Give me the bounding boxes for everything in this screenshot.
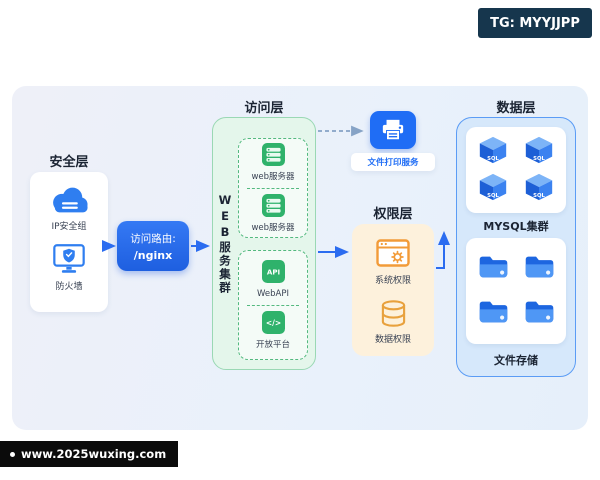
webapi-label: WebAPI xyxy=(257,289,289,300)
security-layer-card: IP安全组 防火墙 xyxy=(30,172,108,312)
sql-database-icon: SQL xyxy=(525,173,553,205)
cloud-icon xyxy=(47,185,91,219)
folder-icon xyxy=(524,299,555,329)
web-cluster-label: WEB服务集群 xyxy=(218,192,232,295)
permission-layer-box: 系统权限 数据权限 xyxy=(352,224,434,356)
firewall-label: 防火墙 xyxy=(55,281,83,292)
file-storage-label: 文件存储 xyxy=(494,354,538,367)
route-node: 访问路由: /nginx xyxy=(117,221,189,271)
data-layer-title: 数据层 xyxy=(496,101,536,116)
data-permission-icon xyxy=(380,299,407,332)
server-icon xyxy=(261,193,285,221)
printer-icon xyxy=(370,111,416,149)
ip-security-group-label: IP安全组 xyxy=(51,222,87,232)
security-layer-title: 安全层 xyxy=(49,155,89,170)
divider xyxy=(247,187,299,189)
route-label-line1: 访问路由: xyxy=(130,232,176,245)
mysql-cluster-label: MYSQL集群 xyxy=(483,220,549,233)
code-icon: </> xyxy=(261,310,285,338)
svg-text:SQL: SQL xyxy=(533,192,545,198)
divider xyxy=(247,304,299,306)
svg-text:SQL: SQL xyxy=(487,155,499,161)
file-storage-card xyxy=(466,238,566,344)
tg-watermark-badge: TG: MYYJJPP xyxy=(478,8,592,38)
svg-text:API: API xyxy=(266,268,279,277)
web-server-2-label: web服务器 xyxy=(251,222,295,233)
sql-database-icon: SQL xyxy=(479,173,507,205)
site-url-label: www.2025wuxing.com xyxy=(21,447,167,461)
web-servers-card: web服务器 web服务器 xyxy=(238,138,308,238)
svg-text:</>: </> xyxy=(265,318,280,327)
system-permission-label: 系统权限 xyxy=(374,276,411,286)
server-icon xyxy=(261,143,285,170)
sql-database-icon: SQL xyxy=(525,136,553,168)
data-permission-label: 数据权限 xyxy=(374,334,411,345)
folder-icon xyxy=(478,254,509,284)
web-server-1-label: web服务器 xyxy=(251,172,295,183)
folder-icon xyxy=(524,254,555,284)
print-service-label: 文件打印服务 xyxy=(351,153,435,171)
firewall-icon xyxy=(53,243,85,279)
sql-database-icon: SQL xyxy=(479,136,507,168)
api-icon: API xyxy=(261,260,285,287)
route-label-line2: /nginx xyxy=(133,248,173,262)
permission-layer-title: 权限层 xyxy=(373,207,413,222)
svg-text:SQL: SQL xyxy=(487,192,499,198)
platform-card: API WebAPI </> 开放平台 xyxy=(238,250,308,360)
bullet-icon xyxy=(10,451,15,457)
site-watermark-badge: www.2025wuxing.com xyxy=(0,441,179,467)
open-platform-label: 开放平台 xyxy=(255,339,290,350)
system-permission-icon xyxy=(376,239,410,273)
mysql-cluster-card: SQL SQL SQL SQL xyxy=(466,127,566,213)
svg-text:SQL: SQL xyxy=(533,155,545,161)
folder-icon xyxy=(478,299,509,329)
access-layer-title: 访问层 xyxy=(244,101,284,116)
